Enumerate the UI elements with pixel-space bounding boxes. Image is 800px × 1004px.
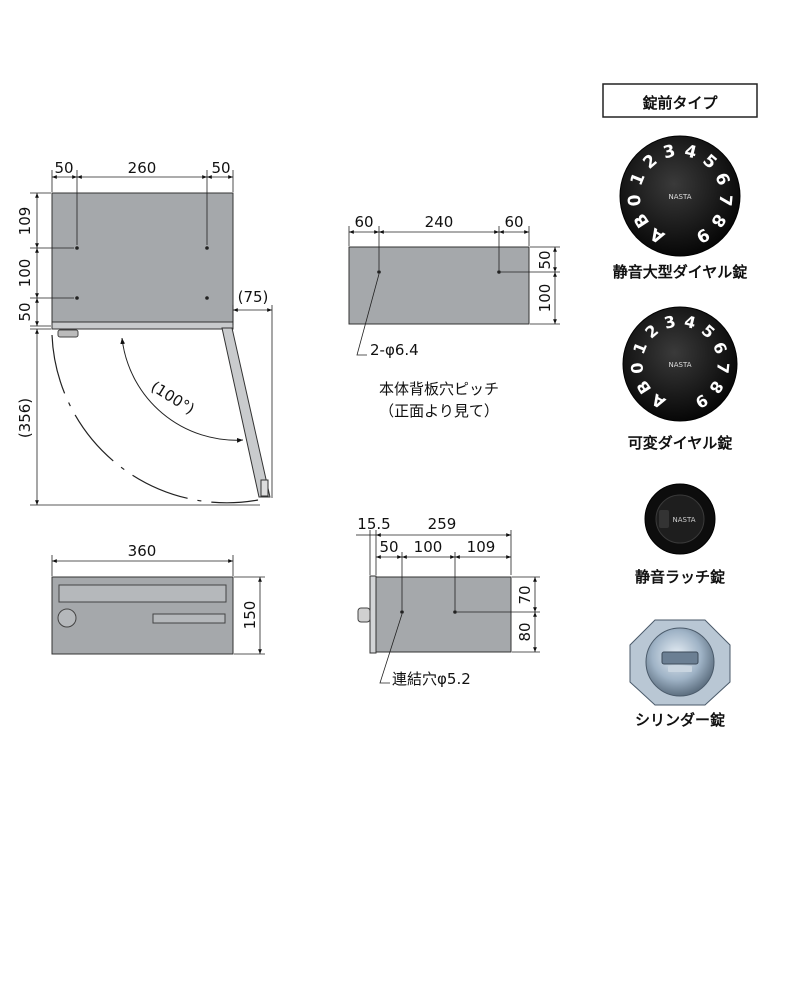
mount-hole — [75, 296, 79, 300]
lock-types-title: 錠前タイプ — [642, 94, 718, 112]
dim-label: 60 — [354, 213, 373, 231]
leader-line — [379, 613, 403, 684]
mail-slot — [58, 584, 227, 603]
dim-label: (75) — [238, 288, 269, 306]
mount-hole — [497, 270, 501, 274]
dim-label: 15.5 — [357, 515, 390, 533]
lock-type-label: 可変ダイヤル錠 — [628, 434, 733, 452]
dial-number: 7 — [713, 362, 733, 375]
dim-label: 50 — [211, 159, 230, 177]
mount-hole — [205, 246, 209, 250]
leader-line — [356, 273, 380, 356]
open-door — [221, 327, 271, 498]
caption-line: 本体背板穴ピッチ — [379, 380, 499, 398]
side-stopper — [357, 607, 371, 623]
svg-text:NASTA: NASTA — [669, 361, 692, 369]
dim-label: 240 — [425, 213, 454, 231]
hole-label: 2-φ6.4 — [370, 341, 419, 359]
back-plate-view: 60 240 60 50 100 2-φ6.4 本体背板穴ピッチ （正面より見て… — [348, 213, 560, 420]
dim-label: (356) — [16, 398, 34, 438]
svg-text:NASTA: NASTA — [669, 193, 692, 201]
lock-type-label: 静音大型ダイヤル錠 — [613, 263, 748, 281]
lock-circle — [57, 608, 77, 628]
dial-number: 0 — [625, 193, 646, 207]
dim-label: 80 — [516, 622, 534, 641]
dim-label: 60 — [504, 213, 523, 231]
angle-arc — [120, 337, 244, 443]
name-plate-slot — [152, 613, 226, 624]
side-lip — [369, 575, 377, 654]
dial-number: 0 — [627, 362, 647, 375]
front-stopper — [57, 329, 79, 338]
dim-label: 50 — [379, 538, 398, 556]
dim-label: 50 — [54, 159, 73, 177]
dim-label: 100 — [414, 538, 443, 556]
swing-arc — [51, 334, 259, 504]
mount-hole — [205, 296, 209, 300]
dim-label: 70 — [516, 585, 534, 604]
mount-hole — [75, 246, 79, 250]
dim-label: 109 — [467, 538, 496, 556]
angle-label: (100°) — [148, 377, 198, 418]
dim-label: 259 — [428, 515, 457, 533]
cylinder-lock-icon — [629, 619, 731, 706]
caption-line: （正面より見て） — [379, 402, 499, 420]
lock-type-label: シリンダー錠 — [635, 711, 725, 729]
mount-hole — [377, 270, 381, 274]
dim-label: 360 — [128, 542, 157, 560]
door-handle — [260, 479, 269, 497]
front-lip — [51, 321, 234, 330]
latch-lock-icon: NASTA — [644, 483, 716, 555]
dial-number: 4 — [682, 312, 697, 333]
dial-number: 3 — [661, 141, 677, 163]
side-view: 15.5 259 50 100 109 70 80 連結穴φ5.2 — [356, 515, 540, 688]
lock-type-label: 静音ラッチ錠 — [635, 568, 725, 586]
dial-number: 7 — [714, 193, 735, 207]
dim-label: 260 — [128, 159, 157, 177]
link-hole — [453, 610, 457, 614]
bottom-front-view: 360 150 — [51, 542, 265, 655]
dial-number: 3 — [662, 312, 677, 333]
link-hole — [400, 610, 404, 614]
dim-label: 100 — [16, 259, 34, 288]
dim-label: 50 — [16, 302, 34, 321]
dim-label: 50 — [536, 250, 554, 269]
dial-number: 4 — [682, 141, 698, 163]
dim-label: 150 — [241, 601, 259, 630]
front-view: 50 260 50 109 100 50 (356) (75) (100°) — [16, 159, 273, 506]
lock-types-title-box — [602, 83, 758, 118]
svg-text:NASTA: NASTA — [673, 516, 696, 524]
dim-label: 100 — [536, 284, 554, 313]
hole-label: 連結穴φ5.2 — [392, 670, 471, 688]
front-box — [51, 192, 234, 327]
side-box — [375, 576, 512, 653]
dim-label: 109 — [16, 207, 34, 236]
